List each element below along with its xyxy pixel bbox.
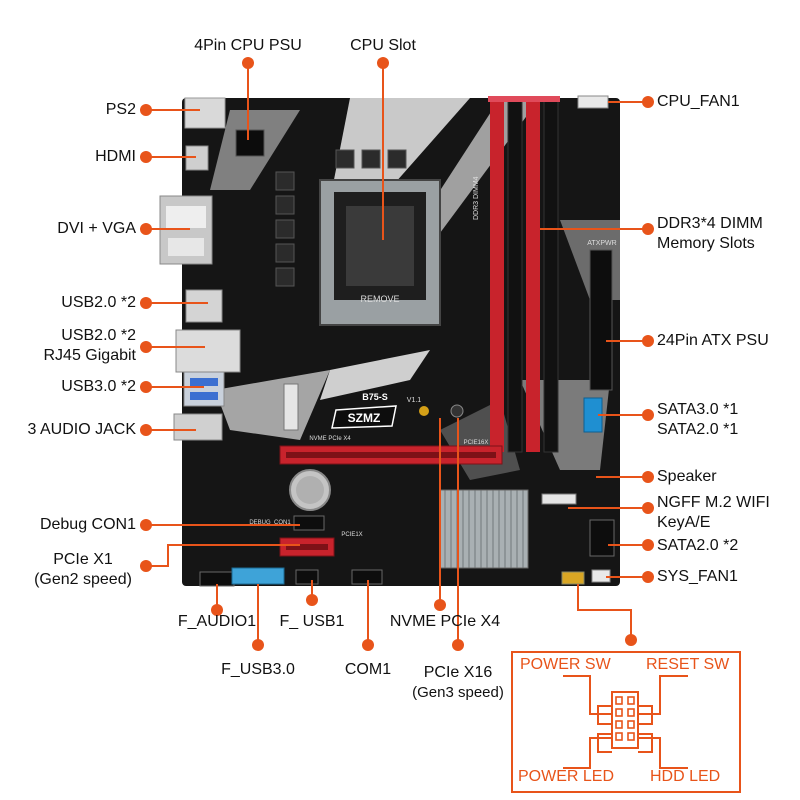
nvme-slot: NVME PCIe X4 [283,383,351,442]
f-audio-header [199,571,235,587]
debug-connector: DEBUG_CON1 [249,515,325,531]
label-com1: COM1 [344,661,392,678]
label-speaker: Speaker [657,468,717,485]
label-atx: 24Pin ATX PSU [657,332,769,349]
label-sys-fan: SYS_FAN1 [657,568,738,585]
label-usb30: USB3.0 *2 [61,378,136,395]
label-pcie-x1: PCIe X1 [53,551,113,568]
leader-lines [146,63,648,645]
label-sata-a: SATA3.0 *1 [657,401,739,418]
label-sata-b: SATA2.0 *1 [657,421,739,438]
cpu-fan-header [577,95,609,109]
dimm-slots: DDR3 DIMM4 [473,96,560,453]
pcie1-silk: PCIE1X [341,532,362,538]
board-branding: SZMZ B75-S V1.1 [331,392,464,429]
label-rj45: RJ45 Gigabit [43,347,137,364]
label-pcie-x1-sub: (Gen2 speed) [34,571,132,588]
label-nvme: NVME PCIe X4 [389,613,501,630]
label-f-audio: F_AUDIO1 [177,613,257,630]
pcie-x16-slot: PCIE16X [279,440,503,465]
label-cpu-psu: 4Pin CPU PSU [194,37,302,54]
front-panel-detail [511,651,741,793]
label-debug: Debug CON1 [39,516,136,533]
label-cpu-fan: CPU_FAN1 [657,93,740,110]
label-usb20-a: USB2.0 *2 [61,294,136,311]
audio-jack-block [173,413,223,441]
label-ddr3-sub: Memory Slots [657,235,755,252]
label-ngff: NGFF M.2 WIFI [657,494,770,511]
ngff-wifi-slot [541,493,577,505]
version-silk: V1.1 [407,397,422,404]
leader-dots [140,57,654,651]
debug-silk: DEBUG_CON1 [249,520,291,526]
vrm-chokes [275,149,407,287]
label-usb20-b: USB2.0 *2 [61,327,136,344]
label-f-usb3: F_USB3.0 [221,661,295,678]
usb3-port [183,371,225,407]
ddr-silk: DDR3 DIMM4 [473,176,480,220]
label-cpu-slot: CPU Slot [350,37,416,54]
panel-power-sw: POWER SW [520,656,611,673]
front-panel-header [561,571,585,585]
label-audio: 3 AUDIO JACK [27,421,136,438]
pcie16-silk: PCIE16X [464,440,489,446]
ps2-port [184,97,226,129]
panel-power-led: POWER LED [518,768,615,785]
label-ngff-sub: KeyA/E [657,514,711,531]
f-usb1-header [295,569,319,585]
model-silk: B75-S [362,392,388,402]
nvme-silk: NVME PCIe X4 [309,436,351,442]
panel-reset-sw: RESET SW [646,656,730,673]
label-f-usb1: F_ USB1 [279,613,345,630]
label-ps2: PS2 [105,101,136,118]
pcie-x1-slot: PCIE1X [279,532,363,557]
f-usb3-header [231,567,285,585]
usb2-port-a [185,289,223,323]
label-hdmi: HDMI [95,148,136,165]
remove-silk: REMOVE [360,294,399,304]
label-pcie-x16-sub: (Gen3 speed) [412,684,504,701]
atx-silk: ATXPWR [587,240,616,247]
label-ddr3: DDR3*4 DIMM [657,215,763,232]
cpu-power-connector [235,129,265,157]
cpu-socket: REMOVE [319,179,441,326]
atx-power-connector: ATXPWR [587,240,617,391]
brand-logo: SZMZ [348,411,381,425]
label-dvi-vga: DVI + VGA [57,220,136,237]
rj45-usb2-port [175,329,241,373]
chipset-heatsink [439,489,529,569]
panel-hdd-led: HDD LED [650,768,721,785]
sata2-ports [589,519,615,557]
label-pcie-x16: PCIe X16 [423,664,493,681]
label-sata2: SATA2.0 *2 [657,537,739,554]
